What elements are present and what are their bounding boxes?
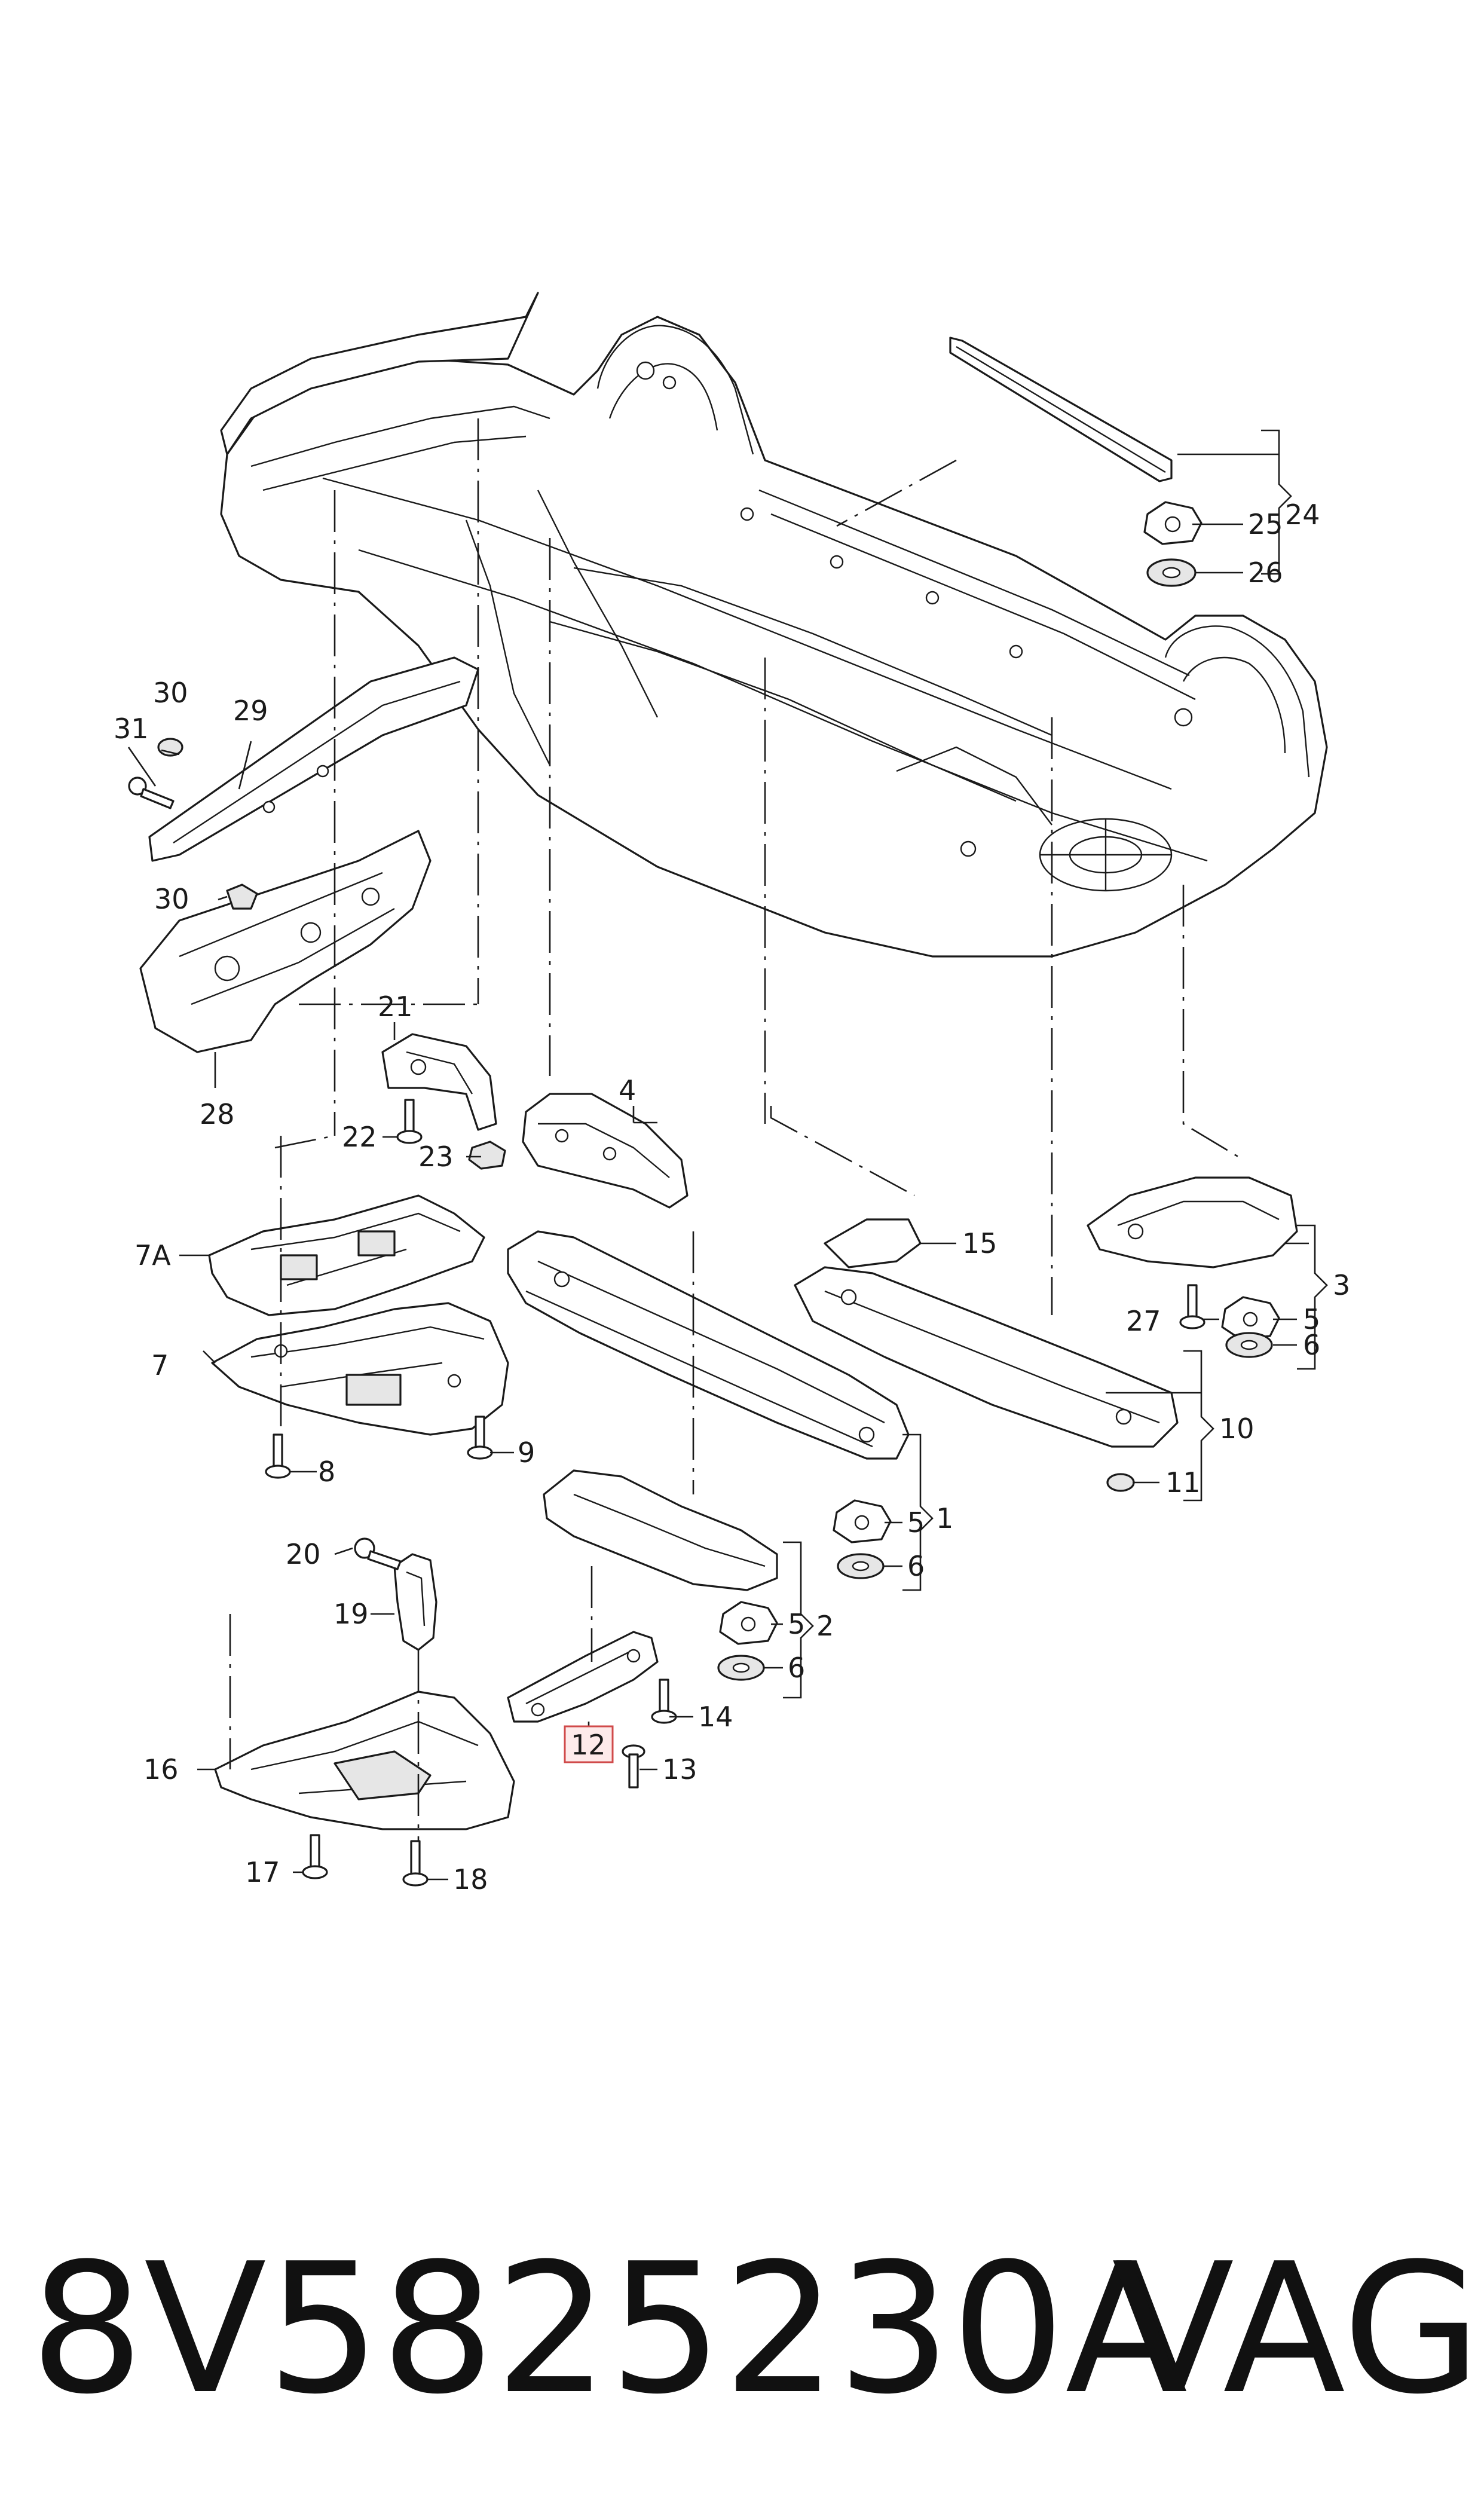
part-8-bolt	[265, 1433, 291, 1479]
part-labels: 24 25 26 30 29 31 30 28 21 22 23 4 15 7A…	[114, 499, 1350, 1896]
label-7: 7	[151, 1349, 169, 1381]
part-3-wheelhouse-cover	[1087, 1176, 1298, 1268]
label-4: 4	[619, 1074, 636, 1106]
footer: 8V5825230A VAG	[30, 2225, 1481, 2434]
label-1: 1	[936, 1502, 953, 1534]
part-24-rail-strip	[949, 337, 1173, 482]
part-22-bolt	[396, 1099, 423, 1144]
part-31-screw	[128, 776, 175, 809]
label-2: 2	[816, 1610, 834, 1642]
label-29: 29	[233, 695, 268, 727]
part-10-long-cover	[794, 1266, 1179, 1448]
part-4-shield	[522, 1093, 689, 1209]
label-8: 8	[318, 1456, 335, 1488]
part-18-bolt	[402, 1840, 429, 1887]
label-13: 13	[662, 1753, 697, 1786]
label-15: 15	[962, 1227, 998, 1259]
label-21: 21	[378, 990, 413, 1023]
part-21-bracket	[381, 1033, 497, 1131]
part-25-clip	[1143, 501, 1203, 545]
leader-lines	[127, 453, 1309, 1881]
label-18: 18	[453, 1863, 488, 1896]
label-24: 24	[1285, 499, 1320, 531]
part-20-screw	[354, 1537, 402, 1570]
label-20: 20	[286, 1538, 321, 1570]
part-29-bracket-strip	[148, 656, 479, 862]
label-6-right: 6	[1303, 1329, 1320, 1361]
label-17: 17	[245, 1856, 280, 1888]
part-number: 8V5825230A	[30, 2225, 1188, 2434]
part-13-bolt	[622, 1744, 645, 1789]
part-27-bolt	[1179, 1284, 1205, 1329]
braces	[783, 429, 1328, 1699]
part-9-bolt	[467, 1416, 493, 1460]
label-6-mid-2: 6	[788, 1652, 805, 1684]
brand-name: VAG	[1112, 2225, 1481, 2434]
label-25: 25	[1248, 508, 1283, 540]
part-6-nut-mid-1	[837, 1553, 885, 1579]
part-26-nut	[1146, 558, 1197, 587]
label-7a: 7A	[134, 1239, 171, 1271]
part-5-clip-right	[1221, 1296, 1280, 1340]
part-7-underbody-panel	[211, 1302, 509, 1436]
part-1-long-cover	[507, 1230, 910, 1460]
label-5-mid-1: 5	[907, 1506, 925, 1539]
part-15-bracket	[824, 1218, 922, 1268]
label-16: 16	[143, 1753, 179, 1786]
label-14: 14	[698, 1701, 733, 1733]
part-16-underbody-panel	[214, 1690, 515, 1830]
label-5-right: 5	[1303, 1303, 1320, 1335]
label-12: 12	[571, 1729, 606, 1761]
label-31: 31	[114, 713, 149, 745]
label-22: 22	[342, 1121, 377, 1153]
label-10: 10	[1219, 1413, 1254, 1445]
part-2-heat-shield	[543, 1469, 778, 1591]
vehicle-underbody	[220, 292, 1328, 958]
label-5-mid-2: 5	[788, 1608, 805, 1640]
part-5-clip-mid-1	[833, 1499, 892, 1543]
label-11: 11	[1165, 1466, 1201, 1499]
label-19: 19	[333, 1598, 369, 1630]
part-7a-underbody-panel	[208, 1194, 485, 1316]
assembly-lines	[229, 418, 1244, 1841]
label-23: 23	[418, 1141, 454, 1173]
label-26: 26	[1248, 557, 1283, 589]
part-28-heat-shield	[139, 830, 432, 1053]
part-19-bracket	[393, 1553, 437, 1651]
label-28: 28	[200, 1098, 235, 1130]
part-12-bracket	[507, 1631, 659, 1723]
part-5-clip-mid-2	[719, 1601, 778, 1645]
part-30-clip-heatshield	[226, 883, 258, 910]
label-6-mid-1: 6	[907, 1550, 925, 1582]
part-17-bolt	[302, 1834, 328, 1879]
label-9: 9	[518, 1436, 535, 1469]
part-23-nut	[468, 1141, 506, 1170]
part-6-nut-mid-2	[717, 1655, 765, 1681]
label-30-top: 30	[153, 677, 188, 709]
label-30-mid: 30	[154, 883, 189, 915]
part-14-bolt	[651, 1679, 677, 1724]
label-3: 3	[1333, 1269, 1350, 1301]
part-11-screw	[1106, 1473, 1135, 1492]
label-12-highlight	[564, 1725, 614, 1763]
label-27: 27	[1126, 1305, 1161, 1337]
part-6-nut-right	[1225, 1332, 1273, 1358]
